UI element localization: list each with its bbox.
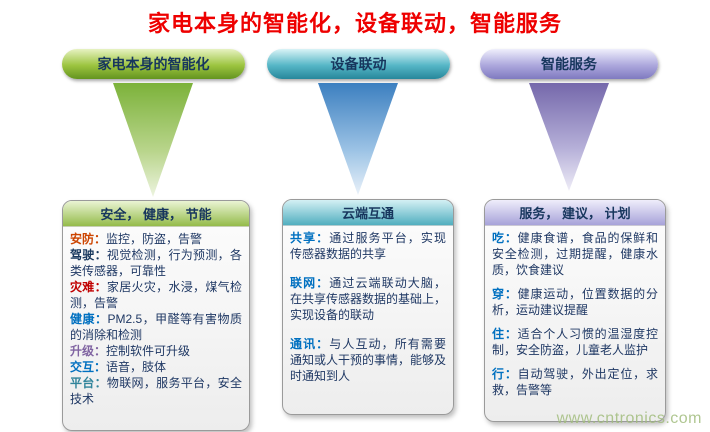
feature-label: 安防：	[70, 232, 107, 246]
pill-device-linkage: 设备联动	[267, 49, 450, 79]
feature-label: 升级：	[70, 343, 107, 358]
feature-text: 监控，防盗，告警	[106, 232, 203, 246]
feature-label: 联网：	[290, 275, 330, 290]
feature-label: 通讯：	[290, 336, 330, 351]
feature-label: 驾驶：	[70, 247, 107, 262]
feature-item: 吃：健康食谱，食品的保鲜和安全检测，过期提醒，健康水质，饮食建议	[492, 231, 658, 279]
feature-item: 通讯：与人互动，所有需要通知或人干预的事情，能够及时通知到人	[290, 337, 446, 385]
feature-item: 住：适合个人习惯的温湿度控制，安全防盗，儿童老人监护	[492, 327, 658, 359]
feature-item: 健康：PM2.5，甲醛等有害物质的消除和检测	[70, 312, 242, 344]
feature-label: 平台：	[70, 375, 107, 390]
feature-text: 适合个人习惯的温湿度控制，安全防盗，儿童老人监护	[492, 326, 658, 357]
funnel-arrow-green	[113, 83, 193, 197]
feature-label: 健康：	[70, 311, 108, 326]
panel-content: 共享：通过服务平台，实现传感器数据的共享 联网：通过云端联动大脑，在共享传感器数…	[283, 226, 453, 389]
feature-item: 穿：健康运动，位置数据的分析，运动建议提醒	[492, 287, 658, 319]
panel-header: 安全， 健康， 节能	[63, 201, 249, 227]
feature-text: PM2.5，甲醛等有害物质的消除和检测	[70, 311, 242, 342]
feature-item: 共享：通过服务平台，实现传感器数据的共享	[290, 231, 446, 263]
feature-text: 语音，肢体	[106, 359, 167, 374]
feature-item: 升级：控制软件可升级	[70, 344, 242, 360]
site-watermark: www.cntronics.com	[556, 410, 702, 427]
funnel-arrow-blue	[318, 83, 398, 195]
feature-text: 通过服务平台，实现传感器数据的共享	[290, 231, 446, 261]
panel-service-advice-plan: 服务， 建议， 计划 吃：健康食谱，食品的保鲜和安全检测，过期提醒，健康水质，饮…	[484, 199, 666, 422]
funnel-arrow-purple	[529, 83, 609, 191]
feature-label: 住：	[492, 326, 518, 341]
feature-text: 控制软件可升级	[106, 343, 191, 358]
panel-cloud-interconnect: 云端互通 共享：通过服务平台，实现传感器数据的共享 联网：通过云端联动大脑，在共…	[282, 199, 454, 415]
feature-item: 平台：物联网，服务平台，安全技术	[70, 376, 242, 408]
panel-content: 吃：健康食谱，食品的保鲜和安全检测，过期提醒，健康水质，饮食建议 穿：健康运动，…	[485, 226, 665, 403]
feature-text: 视觉检测，行为预测，各类传感器，可靠性	[70, 247, 242, 278]
feature-item: 交互：语音，肢体	[70, 360, 242, 376]
feature-item: 安防：监控，防盗，告警	[70, 232, 242, 248]
feature-text: 与人互动，所有需要通知或人干预的事情，能够及时通知到人	[290, 336, 447, 383]
feature-label: 穿：	[492, 286, 518, 301]
panel-header: 云端互通	[283, 200, 453, 226]
feature-text: 自动驾驶，外出定位，求救，告警等	[492, 366, 658, 397]
feature-item: 驾驶：视觉检测，行为预测，各类传感器，可靠性	[70, 248, 242, 280]
feature-text: 物联网，服务平台，安全技术	[70, 375, 242, 406]
pill-smart-service: 智能服务	[480, 49, 658, 79]
pill-smart-appliance: 家电本身的智能化	[62, 49, 245, 79]
panel-content: 安防：监控，防盗，告警 驾驶：视觉检测，行为预测，各类传感器，可靠性 灾难：家居…	[63, 227, 249, 411]
feature-item: 灾难：家居火灾，水浸，煤气检测，告警	[70, 280, 242, 312]
page-title: 家电本身的智能化，设备联动，智能服务	[147, 11, 562, 36]
feature-label: 吃：	[492, 231, 518, 245]
feature-item: 联网：通过云端联动大脑，在共享传感器数据的基础上，实现设备的联动	[290, 276, 446, 324]
feature-label: 共享：	[290, 231, 330, 245]
panel-header: 服务， 建议， 计划	[485, 200, 665, 226]
feature-label: 行：	[492, 366, 518, 381]
feature-item: 行：自动驾驶，外出定位，求救，告警等	[492, 367, 658, 399]
feature-text: 通过云端联动大脑，在共享传感器数据的基础上，实现设备的联动	[290, 275, 447, 322]
feature-label: 灾难：	[70, 279, 107, 294]
panel-safety-health-energy: 安全， 健康， 节能 安防：监控，防盗，告警 驾驶：视觉检测，行为预测，各类传感…	[62, 200, 250, 431]
feature-label: 交互：	[70, 359, 107, 374]
feature-text: 健康食谱，食品的保鲜和安全检测，过期提醒，健康水质，饮食建议	[492, 231, 658, 277]
feature-text: 健康运动，位置数据的分析，运动建议提醒	[492, 286, 658, 317]
feature-text: 家居火灾，水浸，煤气检测，告警	[70, 279, 242, 310]
